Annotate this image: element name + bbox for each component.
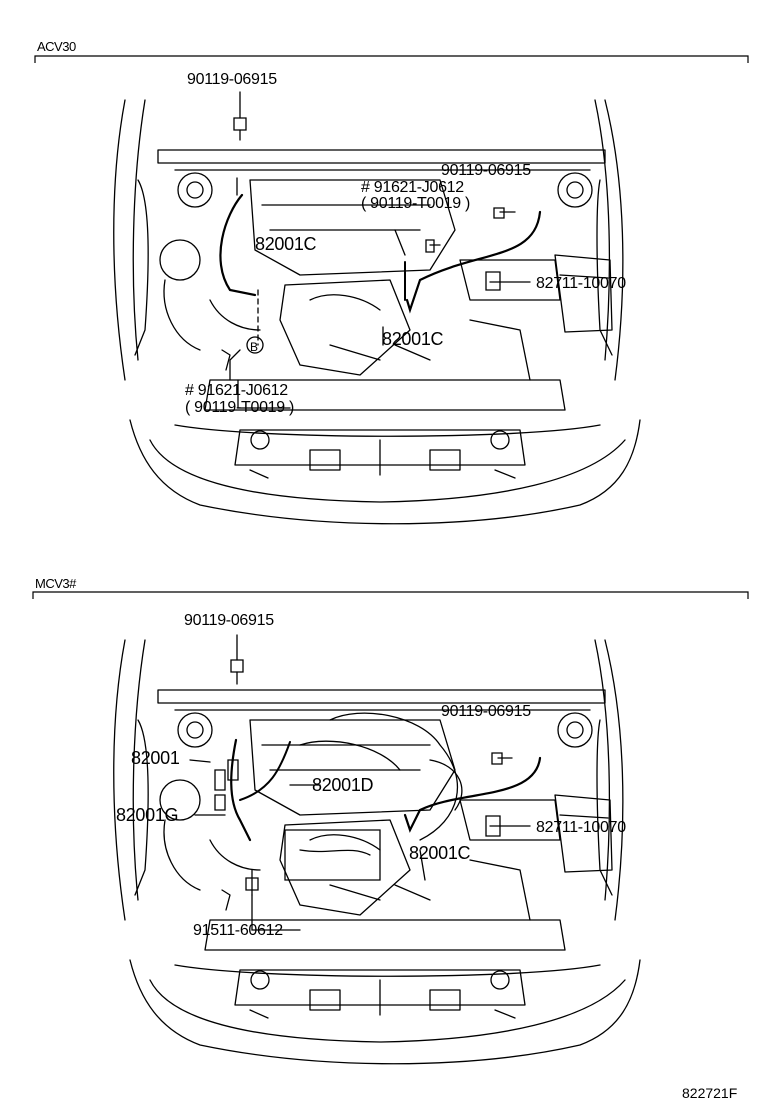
- label-left-alt-part: ( 90119-T0019 ): [185, 399, 295, 416]
- label-wire-center-part: 82001C: [382, 329, 444, 349]
- label-wire-c-part: 82001C: [409, 843, 471, 863]
- label-top-bolt-part: 90119-06915: [187, 71, 277, 88]
- label-right-bolt-part: 90119-06915: [441, 162, 531, 179]
- label-wire-d-part: 82001D: [312, 775, 374, 795]
- figure-id: 822721F: [682, 1085, 738, 1101]
- section-code-bottom: MCV3#: [35, 576, 76, 591]
- label-bottom-top-bolt-part: 90119-06915: [184, 612, 274, 629]
- label-clamp-part: 82711-10070: [536, 275, 626, 292]
- label-right-nut-part: # 91621-J0612: [361, 179, 464, 196]
- section-rule-top: [34, 55, 749, 63]
- label-wire-g-part: 82001G: [116, 805, 179, 825]
- engine-bay-bottom: [113, 639, 641, 1065]
- engine-bay-top: [113, 99, 641, 525]
- label-right-alt-part: ( 90119-T0019 ): [361, 195, 471, 212]
- label-bottom-right-bolt-part: 90119-06915: [441, 703, 531, 720]
- section-code-top: ACV30: [37, 39, 76, 54]
- label-marker-b: B: [250, 340, 258, 354]
- label-wire-a-part: 82001: [131, 748, 180, 768]
- section-rule-bottom: [32, 591, 749, 599]
- label-wire-left-part: 82001C: [255, 234, 317, 254]
- label-bottom-clamp-part: 82711-10070: [536, 819, 626, 836]
- label-left-nut-part: # 91621-J0612: [185, 382, 288, 399]
- label-bottom-bolt-part: 91511-60612: [193, 922, 283, 939]
